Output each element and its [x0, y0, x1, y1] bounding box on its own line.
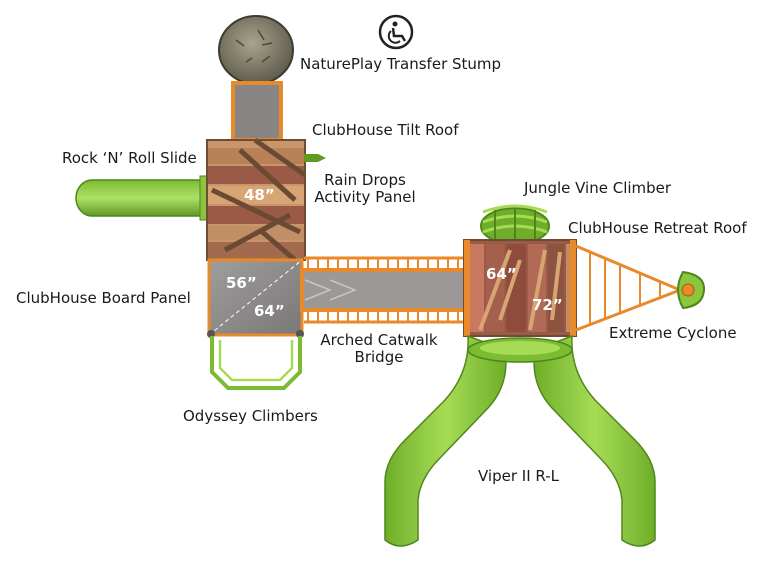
- dimension-label-right-b: 72”: [532, 296, 563, 314]
- odyssey-climbers: [210, 336, 302, 390]
- dimension-label-lower-b: 64”: [254, 302, 285, 320]
- rain-drops-panel: [304, 154, 326, 162]
- label-transfer-stump: NaturePlay Transfer Stump: [300, 55, 502, 73]
- transfer-ramp: [231, 81, 283, 142]
- label-retreat-roof: ClubHouse Retreat Roof: [568, 219, 747, 237]
- label-catwalk-line2: Bridge: [354, 348, 404, 366]
- rock-n-roll-slide: [75, 175, 215, 221]
- label-rain-drops-line2: Activity Panel: [314, 188, 416, 206]
- label-catwalk-line1: Arched Catwalk: [320, 331, 438, 349]
- label-extreme-cyclone: Extreme Cyclone: [609, 324, 737, 342]
- jungle-vine-climber: [480, 204, 550, 245]
- dimension-label-lower-a: 56”: [226, 274, 257, 292]
- label-odyssey: Odyssey Climbers: [183, 407, 318, 425]
- label-rock-slide: Rock ‘N’ Roll Slide: [62, 149, 197, 167]
- label-tilt-roof: ClubHouse Tilt Roof: [312, 121, 459, 139]
- dimension-label-upper: 48”: [244, 186, 275, 204]
- label-catwalk: Arched Catwalk Bridge: [316, 332, 442, 366]
- label-viper: Viper II R-L: [478, 467, 559, 485]
- label-rain-drops: Rain Drops Activity Panel: [310, 172, 420, 206]
- dimension-label-right-a: 64”: [486, 265, 517, 283]
- label-jungle-vine: Jungle Vine Climber: [524, 179, 672, 197]
- clubhouse-retreat-deck: [463, 239, 577, 337]
- clubhouse-upper-deck: [206, 137, 307, 262]
- clubhouse-board-panel-deck: [207, 258, 304, 338]
- label-rain-drops-line1: Rain Drops: [324, 171, 406, 189]
- viper-ii-slides: [384, 334, 656, 547]
- extreme-cyclone: [575, 244, 706, 332]
- arched-catwalk-bridge: [300, 256, 468, 324]
- accessible-wheelchair-icon: [378, 14, 414, 50]
- label-board-panel: ClubHouse Board Panel: [16, 289, 191, 307]
- transfer-stump: [218, 15, 294, 85]
